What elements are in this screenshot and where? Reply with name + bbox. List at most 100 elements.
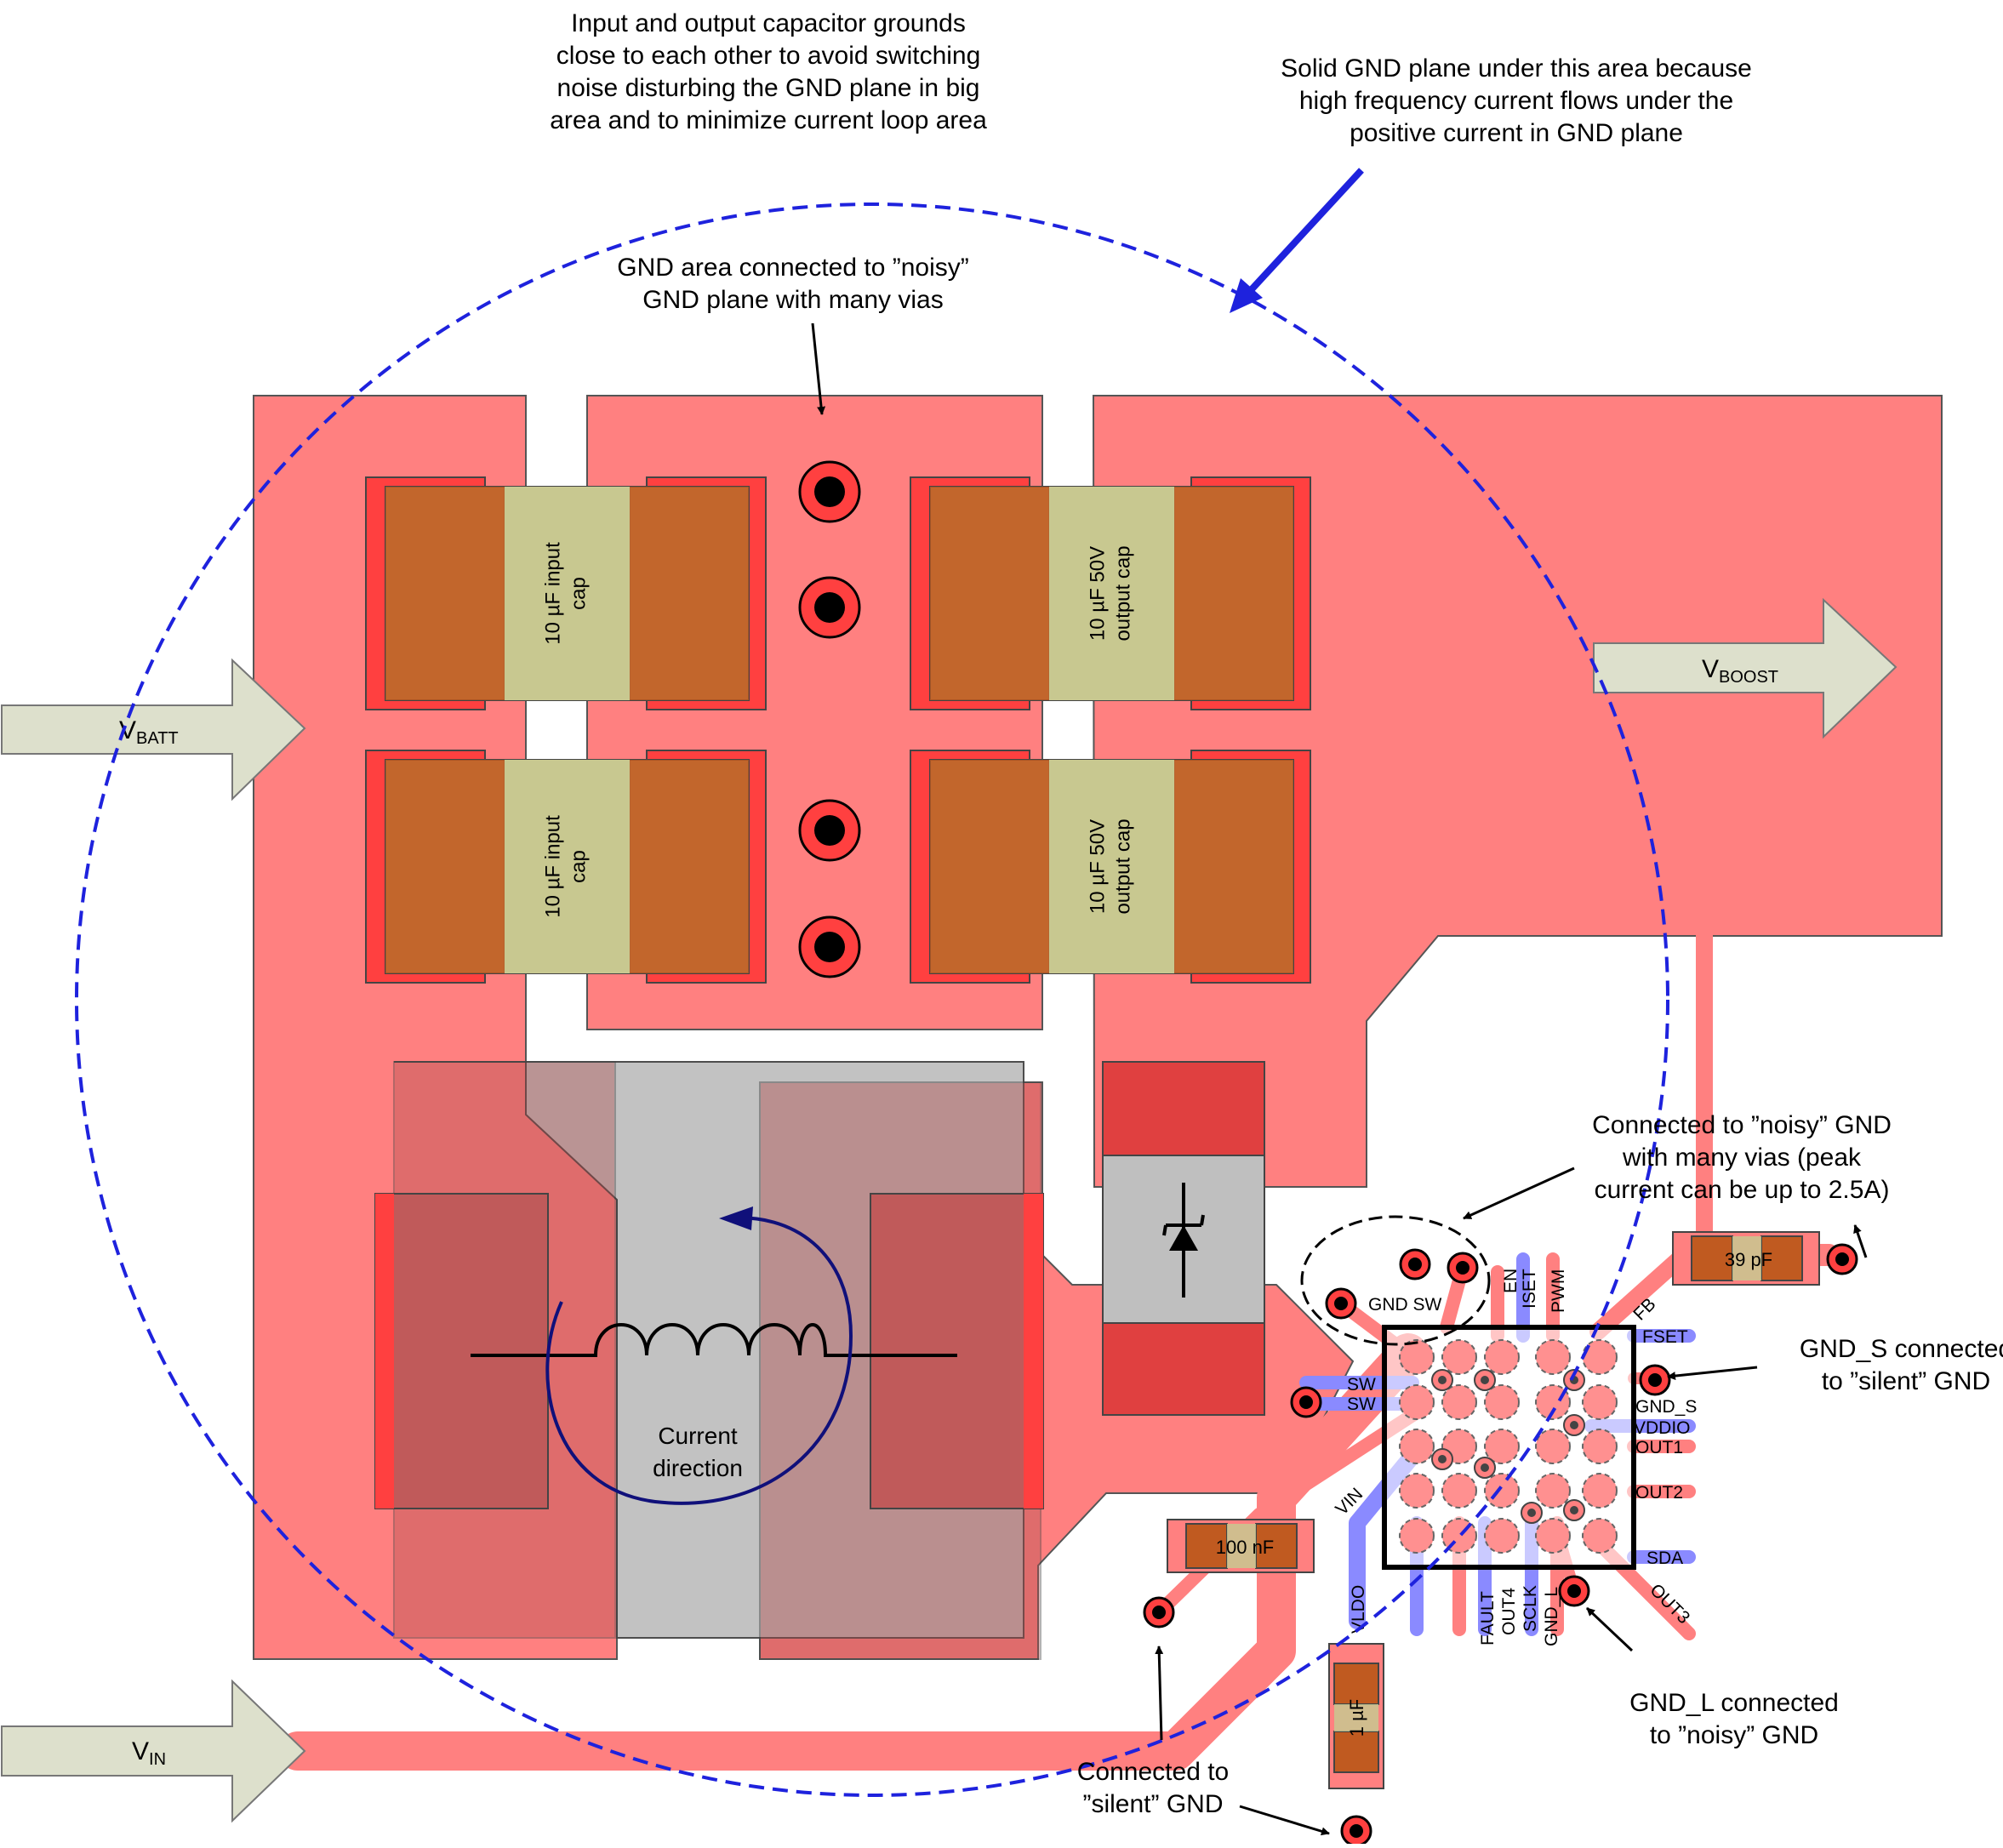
small-vias bbox=[1143, 1243, 1858, 1847]
input-cap-top-label-2: cap bbox=[568, 577, 591, 610]
led-driver-ic bbox=[1382, 1325, 1636, 1570]
note-gnd-area-line-2: GND plane with many vias bbox=[642, 286, 943, 314]
ic-ball-11 bbox=[1399, 1429, 1435, 1464]
note-caps-line-3: noise disturbing the GND plane in big bbox=[557, 74, 980, 102]
vin-100nf-trace bbox=[1152, 1406, 1424, 1619]
noisy-gnd-ellipse bbox=[1300, 1215, 1491, 1346]
arrow-silent-bottom bbox=[1239, 1805, 1330, 1836]
ic-ball-17 bbox=[1441, 1473, 1477, 1509]
ic-ball-21 bbox=[1399, 1518, 1435, 1554]
note-silent-line-1: Connected to bbox=[1077, 1758, 1229, 1786]
arrow-gnd-l bbox=[1585, 1606, 1634, 1652]
ic-ball-9 bbox=[1535, 1384, 1571, 1420]
note-caps-line-2: close to each other to avoid switching bbox=[556, 42, 981, 70]
inductor: Current direction bbox=[374, 1061, 1044, 1660]
note-noisy-line-2: with many vias (peak bbox=[1622, 1144, 1862, 1172]
arrow-39pf-gnd bbox=[1853, 1224, 1868, 1258]
note-gnd-l-line-2: to ”noisy” GND bbox=[1650, 1721, 1818, 1749]
note-noisy-line-1: Connected to ”noisy” GND bbox=[1592, 1111, 1892, 1139]
cap-1uf-label: 1 µF bbox=[1346, 1699, 1367, 1737]
arrow-gnd-s bbox=[1667, 1366, 1758, 1381]
cap-100nf: 100 nF bbox=[1167, 1519, 1315, 1573]
rail-arrows: VBATT VBOOST VIN bbox=[1, 597, 1897, 1823]
current-arrow-head bbox=[719, 1206, 753, 1230]
note-gnd-l-line-1: GND_L connected bbox=[1629, 1689, 1839, 1717]
annotation-notes: Input and output capacitor grounds close… bbox=[550, 9, 2003, 1818]
pin-gnd-sw: GND SW bbox=[1368, 1295, 1442, 1315]
ic-ball-15 bbox=[1582, 1429, 1618, 1464]
ic-ball-3 bbox=[1484, 1339, 1520, 1375]
inductor-terminal-right bbox=[870, 1193, 1044, 1509]
output-cap-bottom-label-1: 10 µF 50V bbox=[1087, 819, 1110, 914]
vin-arrow bbox=[1, 1679, 306, 1823]
ic-ball-4 bbox=[1535, 1339, 1571, 1375]
input-cap-bottom-label-2: cap bbox=[568, 850, 591, 883]
ic-ball-20 bbox=[1582, 1473, 1618, 1509]
pin-vddio: VDDIO bbox=[1634, 1418, 1691, 1438]
vin-label: VIN bbox=[132, 1737, 166, 1769]
note-caps-line-1: Input and output capacitor grounds bbox=[571, 9, 966, 37]
pin-en: EN bbox=[1501, 1269, 1521, 1293]
note-solid-gnd-line-1: Solid GND plane under this area because bbox=[1281, 54, 1752, 83]
current-direction-line-2: direction bbox=[653, 1455, 743, 1481]
cap-39pf-label: 39 pF bbox=[1725, 1249, 1772, 1270]
current-direction-line-1: Current bbox=[658, 1423, 738, 1449]
arrow-silent-top bbox=[1155, 1646, 1164, 1741]
small-capacitors: 39 pF 100 nF 1 µF bbox=[1167, 1231, 1820, 1789]
inductor-terminal-left bbox=[374, 1193, 549, 1509]
ic-ball-6 bbox=[1399, 1384, 1435, 1420]
pin-sw-2: SW bbox=[1347, 1395, 1376, 1414]
solid-gnd-blue-arrow bbox=[1240, 168, 1364, 302]
note-silent-line-2: ”silent” GND bbox=[1082, 1790, 1223, 1818]
pin-fault: FAULT bbox=[1478, 1591, 1498, 1646]
ic-ball-8 bbox=[1484, 1384, 1520, 1420]
note-gnd-s-line-2: to ”silent” GND bbox=[1822, 1367, 1990, 1395]
input-cap-bottom-label-1: 10 µF input bbox=[542, 815, 565, 918]
vin-trace bbox=[278, 1333, 1428, 1771]
pin-gnd-s: GND_S bbox=[1635, 1397, 1697, 1417]
arrow-noisy-gnd bbox=[1463, 1166, 1575, 1220]
pin-sw-1: SW bbox=[1347, 1375, 1376, 1395]
pin-out2: OUT2 bbox=[1635, 1483, 1683, 1503]
ic-ball-1 bbox=[1399, 1339, 1435, 1375]
solid-gnd-area-circle bbox=[75, 202, 1669, 1797]
output-cap-bottom-label-2: output cap bbox=[1112, 818, 1135, 914]
input-cap-top-label-1: 10 µF input bbox=[542, 542, 565, 645]
vboost-arrow bbox=[1593, 597, 1897, 739]
pin-pwm: PWM bbox=[1549, 1269, 1568, 1313]
ic-ball-19 bbox=[1535, 1473, 1571, 1509]
pin-sclk: SCLK bbox=[1521, 1585, 1540, 1632]
cap-39pf: 39 pF bbox=[1672, 1231, 1820, 1286]
note-solid-gnd-line-3: positive current in GND plane bbox=[1350, 119, 1683, 147]
vbatt-arrow bbox=[1, 658, 306, 801]
pin-sda: SDA bbox=[1646, 1549, 1683, 1568]
ic-ball-24 bbox=[1535, 1518, 1571, 1554]
cap-100nf-label: 100 nF bbox=[1216, 1537, 1275, 1558]
pin-out4: OUT4 bbox=[1499, 1588, 1519, 1635]
output-cap-top-label-1: 10 µF 50V bbox=[1087, 546, 1110, 641]
inductor-body bbox=[394, 1061, 1024, 1639]
ic-ball-grid bbox=[1399, 1339, 1618, 1554]
note-caps-line-4: area and to minimize current loop area bbox=[550, 106, 987, 134]
inductor-symbol bbox=[471, 1323, 957, 1357]
current-direction-loop bbox=[545, 1216, 853, 1505]
note-gnd-s-line-1: GND_S connected bbox=[1800, 1335, 2003, 1363]
schottky-diode bbox=[1102, 1061, 1265, 1416]
arrow-gnd-area bbox=[811, 322, 826, 415]
pin-gnd-l: GND_L bbox=[1542, 1587, 1561, 1646]
vboost-label: VBOOST bbox=[1702, 655, 1778, 687]
note-noisy-line-3: current can be up to 2.5A) bbox=[1595, 1176, 1890, 1204]
cap-1uf: 1 µF bbox=[1328, 1643, 1384, 1789]
vbatt-label: VBATT bbox=[119, 716, 179, 748]
ic-ball-18 bbox=[1484, 1473, 1520, 1509]
pin-iset: ISET bbox=[1520, 1269, 1539, 1309]
ic-ball-23 bbox=[1484, 1518, 1520, 1554]
ic-ball-16 bbox=[1399, 1473, 1435, 1509]
